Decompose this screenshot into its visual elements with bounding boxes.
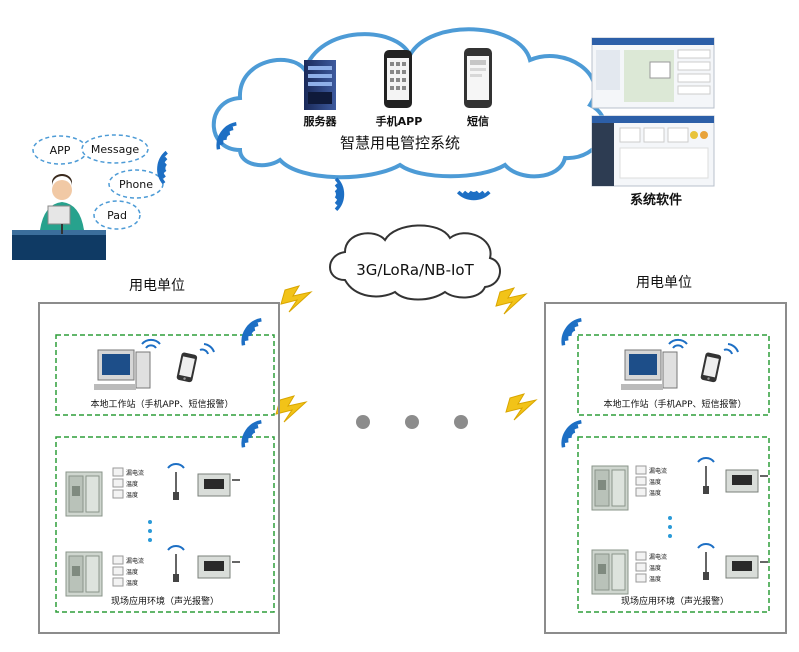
monitoring-device-icon: [725, 555, 769, 579]
user-bubbles: [32, 134, 164, 230]
left-workstation-phone-icon: [176, 352, 198, 383]
right-field-signal-icon: [557, 420, 587, 450]
left-workstation-pc-icon: [94, 338, 161, 390]
server-icon: [304, 60, 336, 110]
left-workstation-caption: 本地工作站（手机APP、短信报警）: [90, 398, 233, 410]
bubble-phone-label: Phone: [119, 178, 153, 191]
indicator-label: 温度: [126, 491, 138, 499]
indicator-label: 温度: [649, 564, 661, 572]
monitoring-device-icon: [197, 555, 241, 579]
antenna-icon: [167, 545, 185, 583]
ellipsis-dot-1: [356, 415, 370, 429]
left-unit-title: 用电单位: [129, 278, 185, 294]
right-unit-title: 用电单位: [636, 275, 692, 291]
right-field-row-2: 漏电流 温度 温度: [591, 543, 769, 595]
bubble-message-label: Message: [91, 143, 139, 156]
antenna-icon: [697, 543, 715, 581]
ellipsis-dot-2: [405, 415, 419, 429]
network-cloud: [329, 224, 501, 301]
left-field-vertical-dots: [148, 520, 152, 542]
left-workstation-signal-icon: [237, 318, 267, 348]
right-field-caption: 现场应用环境（声光报警）: [621, 595, 729, 607]
lightning-icon-right-top: [495, 287, 527, 315]
sms-phone-icon: [464, 48, 492, 108]
indicator-label: 温度: [649, 575, 661, 583]
bubble-app-label: APP: [50, 144, 71, 157]
bubble-pad: [93, 200, 141, 230]
bubble-pad-label: Pad: [107, 209, 127, 222]
lightning-icon-left-bottom: [275, 395, 307, 423]
mobile-app-label: 手机APP: [376, 114, 423, 128]
software-label: 系统软件: [630, 192, 682, 208]
software-screenshot-bottom: [591, 115, 715, 187]
network-label: 3G/LoRa/NB-IoT: [356, 261, 474, 279]
switchgear-icon: [591, 549, 629, 595]
right-field-vertical-dots: [668, 516, 672, 538]
indicator-label: 温度: [126, 568, 138, 576]
indicator-label: 漏电流: [126, 557, 144, 565]
antenna-icon: [167, 463, 185, 501]
indicator-label: 温度: [649, 478, 661, 486]
left-field-row-1: 漏电流 温度 温度: [65, 463, 241, 517]
switchgear-icon: [591, 465, 629, 511]
cloud-bottom-left-signal-icon: [318, 176, 354, 212]
indicator-label: 漏电流: [126, 469, 144, 477]
right-phone-signal-icon: [723, 343, 739, 355]
monitoring-device-icon: [197, 473, 241, 497]
right-workstation-phone-icon: [700, 352, 722, 383]
right-field-row-1: 漏电流 温度 温度: [591, 457, 769, 511]
left-unit-frame: [38, 302, 280, 634]
right-workstation-caption: 本地工作站（手机APP、短信报警）: [603, 398, 746, 410]
bubble-message: [81, 134, 149, 164]
right-field-box: [577, 436, 770, 613]
sms-label: 短信: [467, 114, 489, 128]
lightning-icon-left-top: [280, 285, 312, 313]
left-phone-signal-icon: [199, 343, 215, 355]
operator-icon: [12, 174, 106, 260]
right-workstation-pc-icon: [621, 338, 688, 390]
indicator-label: 漏电流: [649, 553, 667, 561]
server-label: 服务器: [304, 114, 338, 128]
left-field-box: [55, 436, 275, 613]
mobile-app-icon: [384, 50, 412, 108]
indicator-label: 温度: [126, 579, 138, 587]
switchgear-icon: [65, 471, 103, 517]
left-field-signal-icon: [237, 420, 267, 450]
left-field-caption: 现场应用环境（声光报警）: [111, 595, 219, 607]
ellipsis-dot-3: [454, 415, 468, 429]
lightning-icon-right-bottom: [505, 393, 537, 421]
cloud-bottom-right-signal-icon: [456, 174, 492, 210]
software-screenshot-top: [591, 37, 715, 109]
right-unit-frame: [544, 302, 787, 634]
indicator-label: 漏电流: [649, 467, 667, 475]
indicator-label: 温度: [126, 480, 138, 488]
antenna-icon: [697, 457, 715, 495]
switchgear-icon: [65, 551, 103, 597]
cloud-title: 智慧用电管控系统: [340, 134, 460, 152]
left-workstation-box: [55, 334, 275, 416]
indicator-label: 温度: [649, 489, 661, 497]
monitoring-device-icon: [725, 469, 769, 493]
left-field-row-2: 漏电流 温度 温度: [65, 545, 241, 597]
right-workstation-signal-icon: [557, 318, 587, 348]
